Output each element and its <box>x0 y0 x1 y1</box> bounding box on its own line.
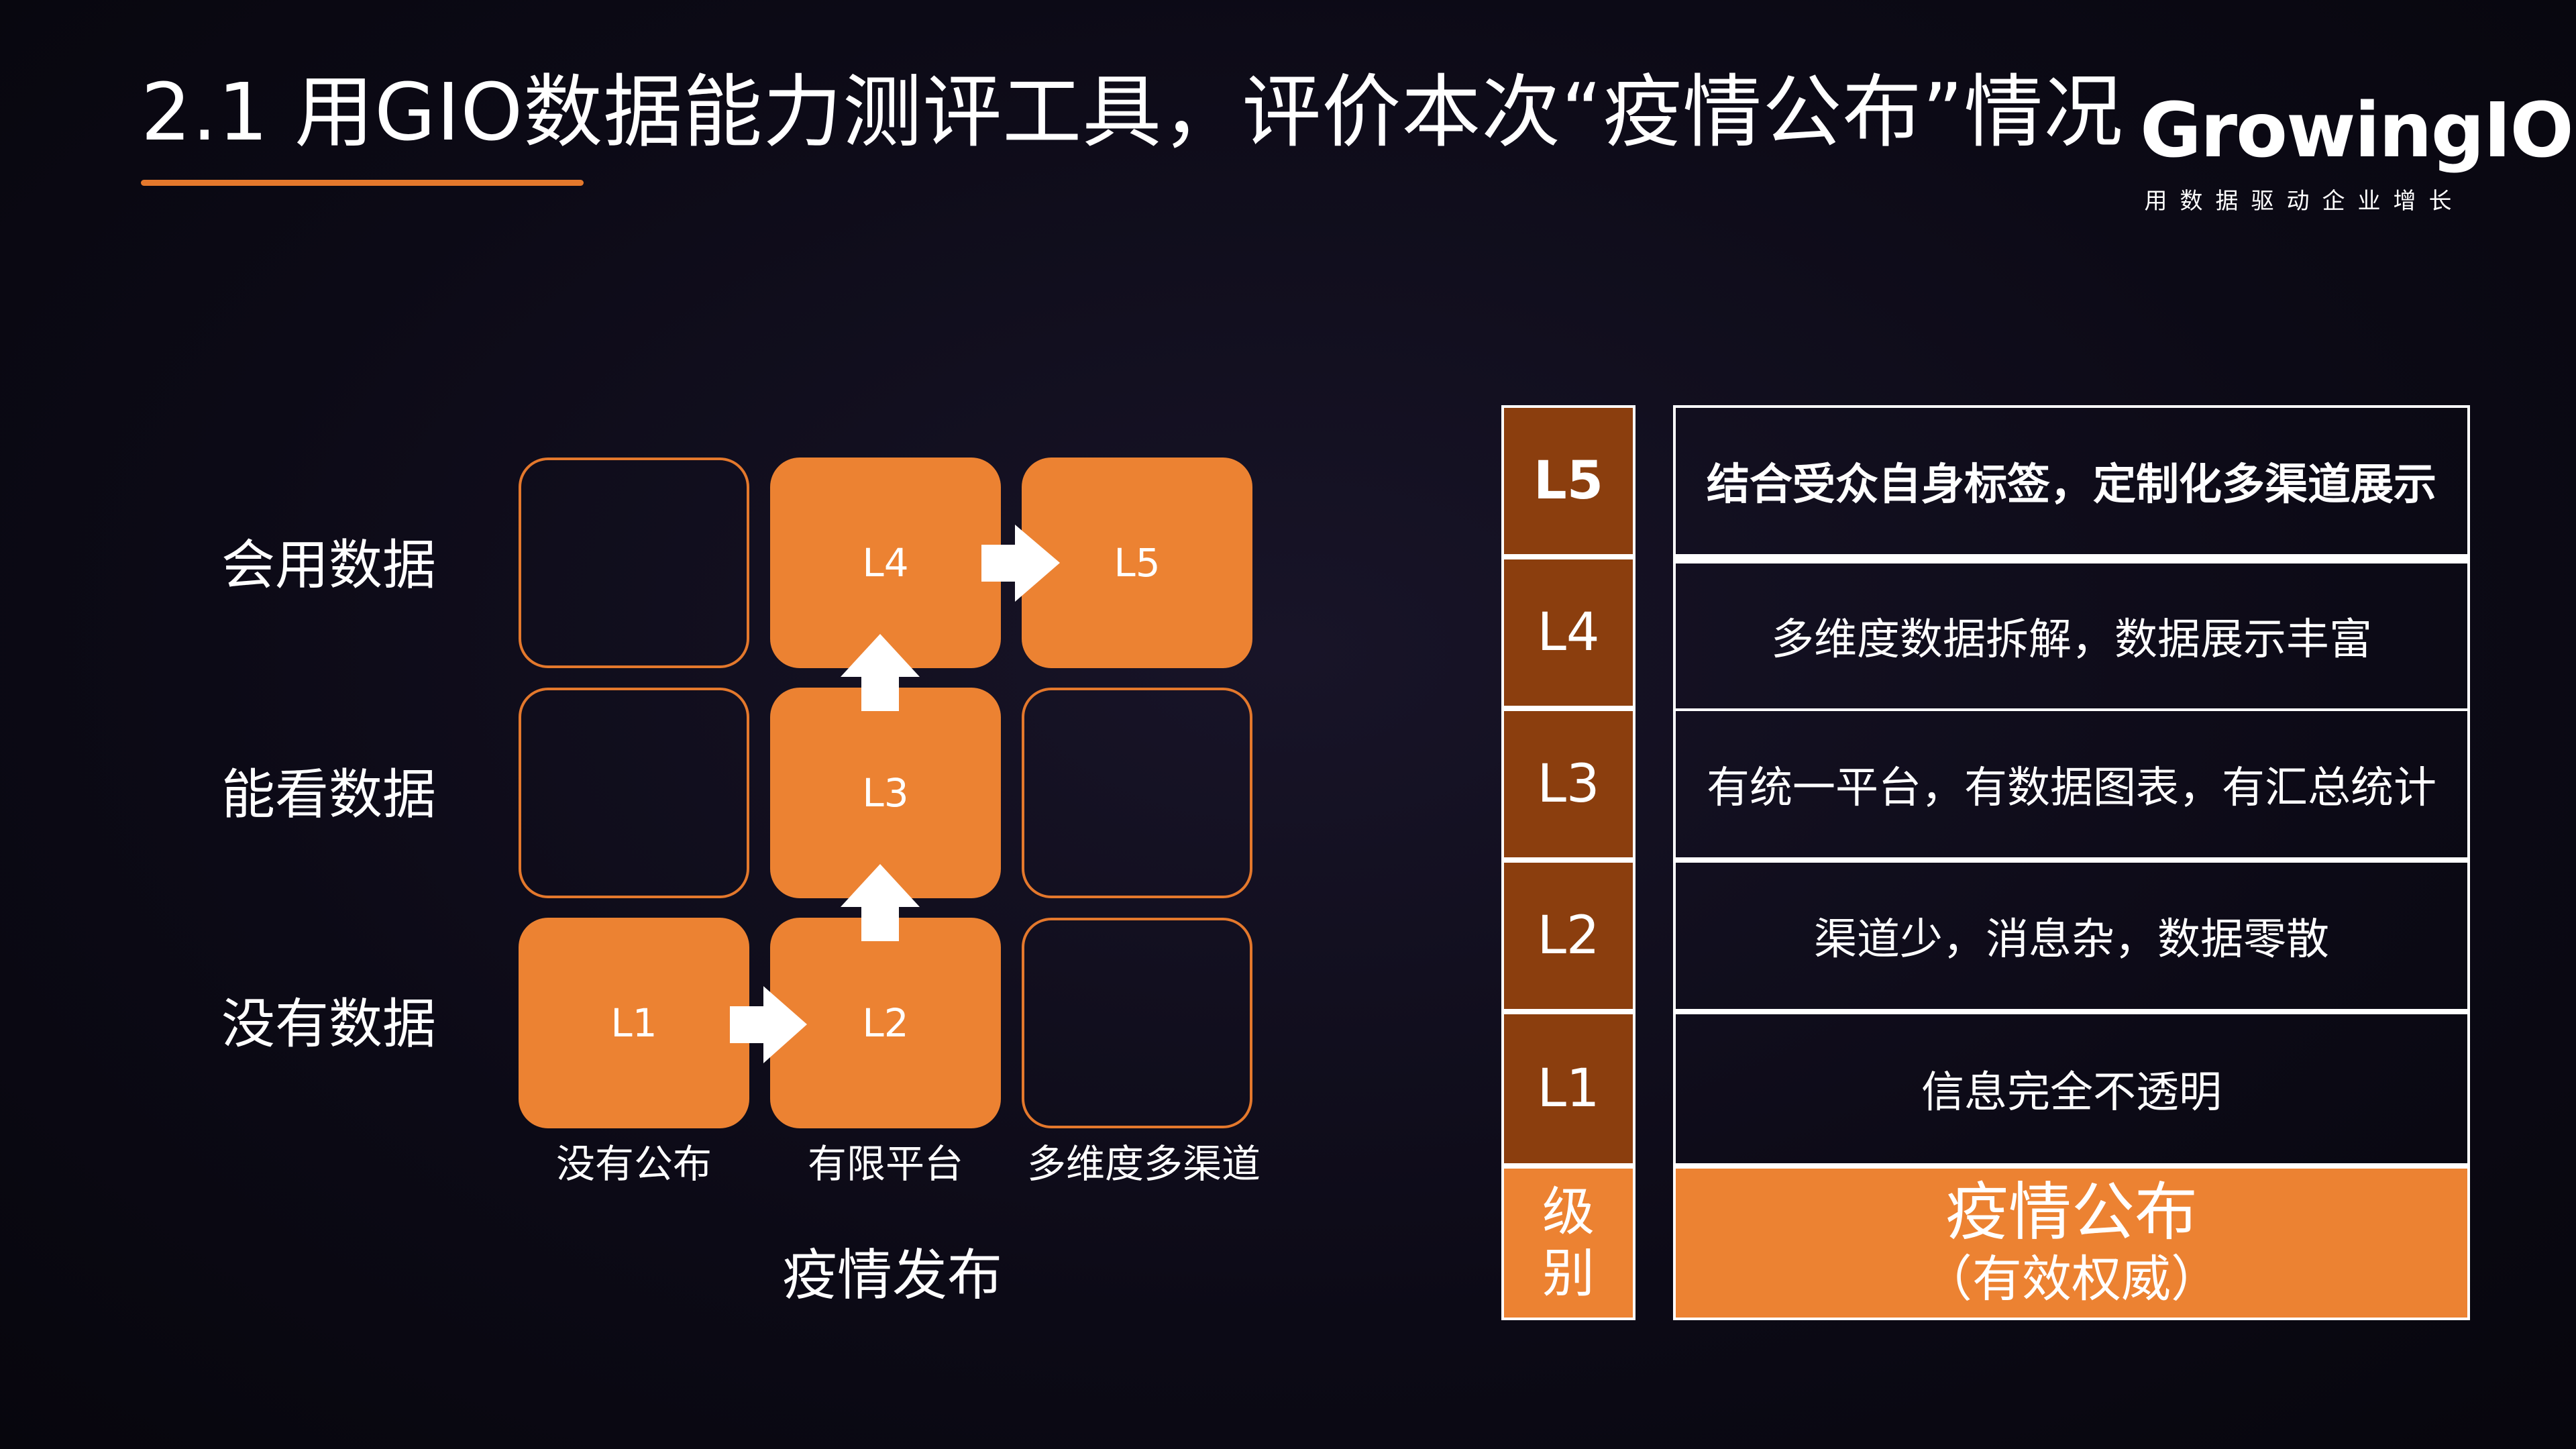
logo-slogan: 用数据驱动企业增长 <box>2144 188 2465 215</box>
level-desc-l2: 渠道少，消息杂，数据零散 <box>1673 860 2470 1012</box>
level-header-label: 级别 <box>1542 1182 1595 1304</box>
arrow-right-icon <box>730 986 807 1063</box>
row-label-view-data: 能看数据 <box>221 763 436 826</box>
x-axis-title: 疫情发布 <box>782 1244 1002 1307</box>
matrix-cell-l1: L1 <box>519 918 749 1128</box>
arrow-up-icon <box>841 634 920 711</box>
level-cell-l4: L4 <box>1501 557 1635 708</box>
matrix-cell-l4: L4 <box>770 458 1001 668</box>
table-header-subtitle: （有效权威） <box>1923 1250 2220 1308</box>
matrix-cell-l2: L2 <box>770 918 1001 1128</box>
row-label-no-data: 没有数据 <box>221 993 436 1055</box>
matrix-cell-r0c0 <box>519 458 749 668</box>
page-title: 2.1 用GIO数据能力测评工具，评价本次“疫情公布”情况 <box>141 66 2124 158</box>
level-desc-l1: 信息完全不透明 <box>1673 1012 2470 1166</box>
level-desc-l3: 有统一平台，有数据图表，有汇总统计 <box>1673 708 2470 860</box>
level-desc-l5: 结合受众自身标签，定制化多渠道展示 <box>1673 405 2470 564</box>
level-cell-l1: L1 <box>1501 1012 1635 1166</box>
level-cell-l5: L5 <box>1501 405 1635 557</box>
level-desc-l4: 多维度数据拆解，数据展示丰富 <box>1673 561 2470 711</box>
col-label-multi: 多维度多渠道 <box>1026 1141 1260 1187</box>
table-header-cell: 疫情公布 （有效权威） <box>1673 1166 2470 1320</box>
matrix-cell-r1c0 <box>519 688 749 898</box>
col-label-limited: 有限平台 <box>807 1141 963 1187</box>
col-label-none: 没有公布 <box>555 1141 712 1187</box>
arrow-up-icon <box>841 864 920 941</box>
matrix-cell-l5: L5 <box>1022 458 1252 668</box>
matrix-cell-l3: L3 <box>770 688 1001 898</box>
matrix-cell-r2c2 <box>1022 918 1252 1128</box>
title-underline <box>141 180 584 186</box>
row-label-use-data: 会用数据 <box>221 534 436 596</box>
table-header-title: 疫情公布 <box>1945 1176 2198 1249</box>
arrow-right-icon <box>981 525 1060 602</box>
level-cell-l2: L2 <box>1501 860 1635 1012</box>
level-header-cell: 级别 <box>1501 1166 1635 1320</box>
matrix-cell-r1c2 <box>1022 688 1252 898</box>
level-cell-l3: L3 <box>1501 708 1635 860</box>
